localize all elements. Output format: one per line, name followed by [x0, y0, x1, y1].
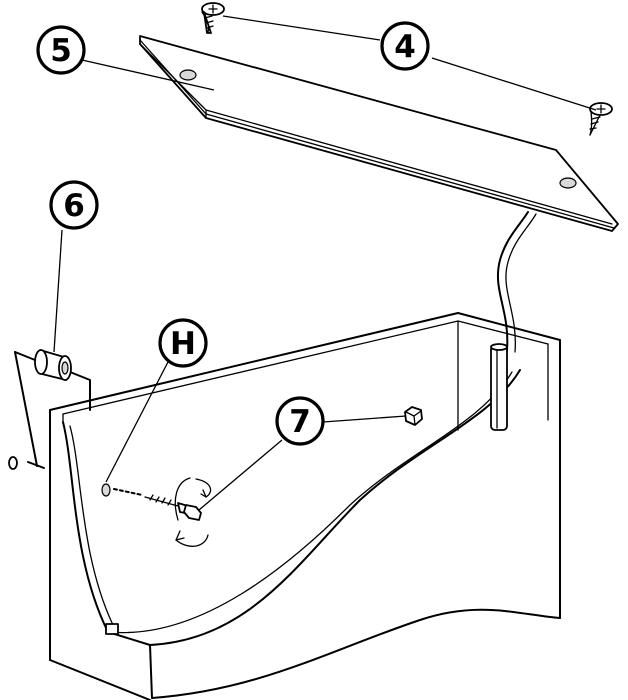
hole-h [101, 483, 143, 497]
roller-bracket [8, 349, 91, 470]
callout-5: 5 [36, 25, 86, 75]
lid-hole-left [179, 69, 197, 81]
callout-7: 7 [275, 396, 325, 446]
screw-left [201, 2, 225, 34]
callout-4: 4 [380, 21, 430, 71]
screw-right [589, 102, 613, 136]
callout-label-4: 4 [394, 29, 416, 65]
lid-hole-right [559, 177, 577, 189]
lid-panel [139, 35, 619, 232]
callout-label-7: 7 [289, 404, 311, 440]
callout-label-5: 5 [50, 33, 72, 69]
hinge-rod [490, 211, 537, 431]
leader-lines [53, 15, 597, 511]
callout-label-6: 6 [63, 188, 85, 224]
callout-label-h: H [170, 326, 196, 362]
bolt [144, 477, 212, 547]
callout-h: H [158, 318, 208, 368]
nut [404, 406, 423, 426]
callout-6: 6 [49, 180, 99, 230]
box-body [49, 312, 561, 700]
